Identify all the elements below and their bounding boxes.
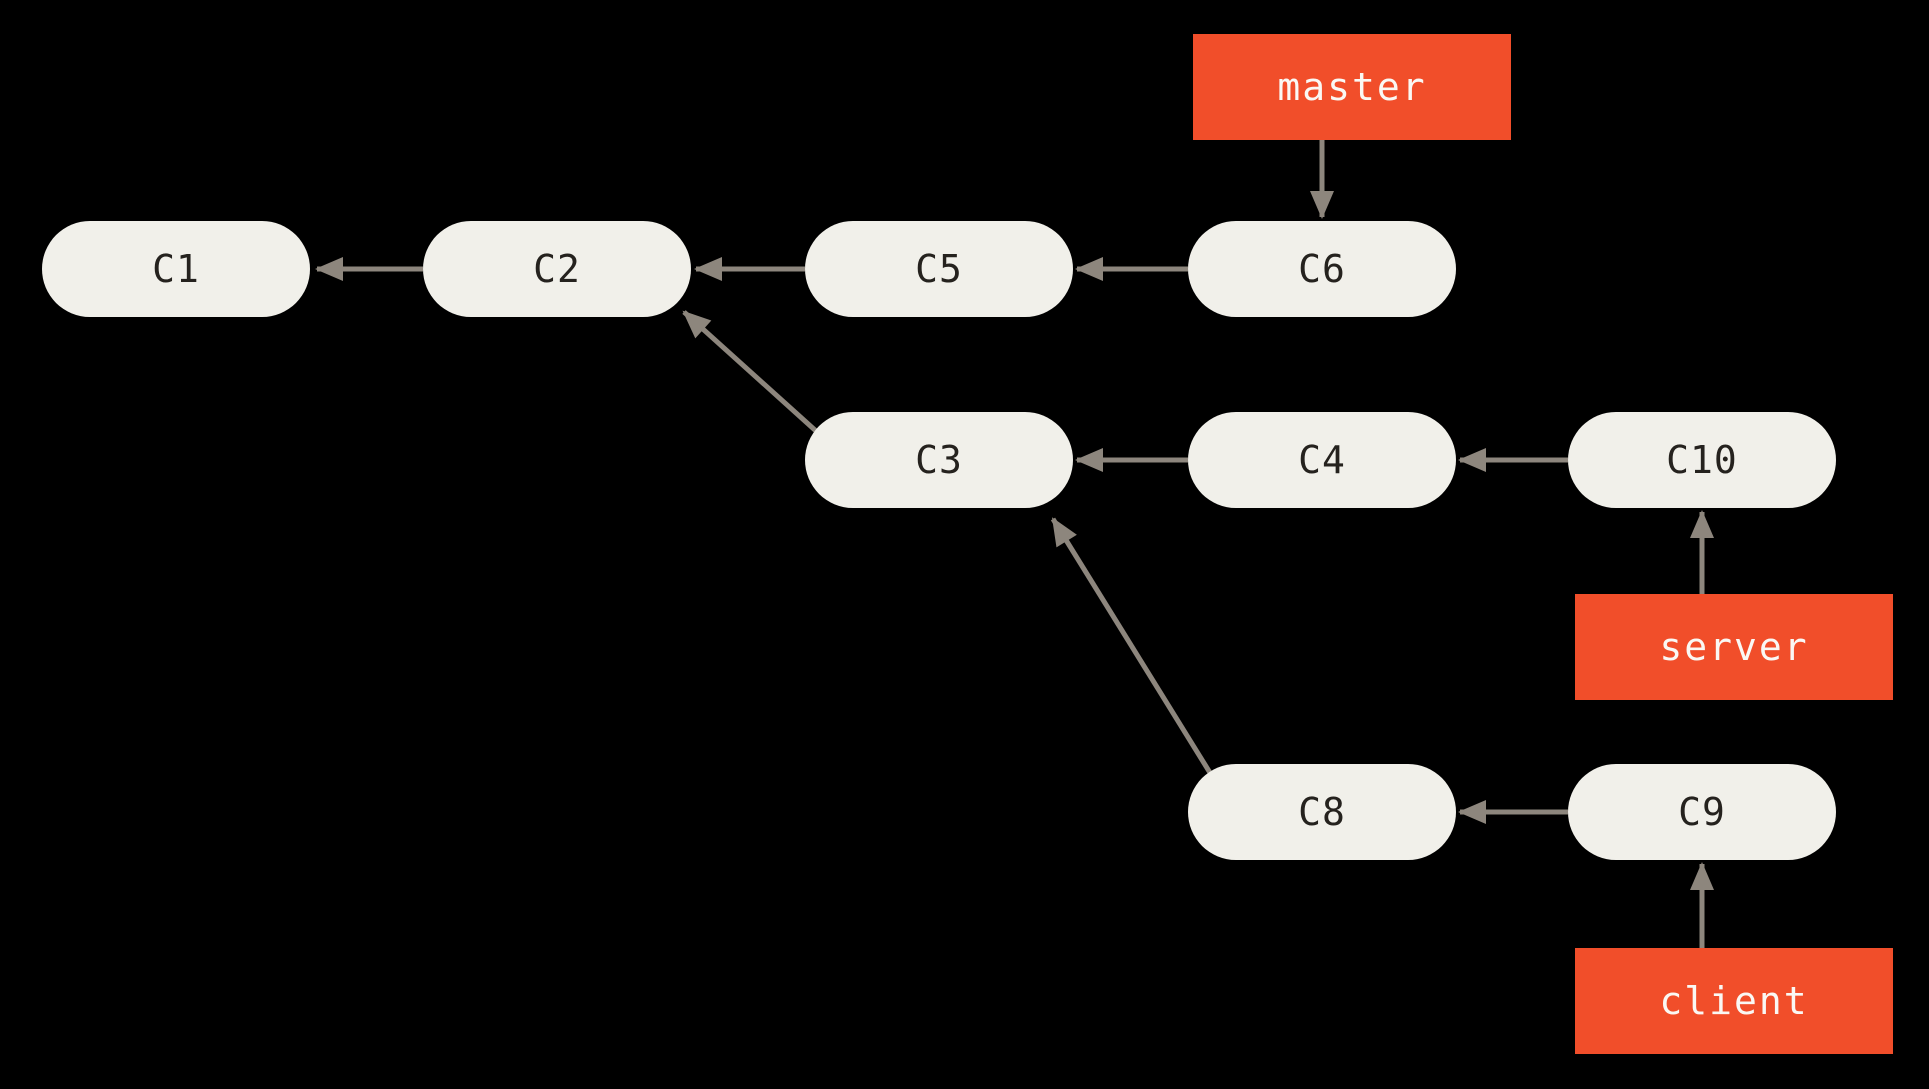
- commit-label-c4: C4: [1298, 438, 1346, 482]
- branch-name-server: server: [1659, 625, 1809, 669]
- commit-node-c5: C5: [805, 221, 1073, 317]
- commit-label-c2: C2: [533, 247, 581, 291]
- commit-node-c10: C10: [1568, 412, 1836, 508]
- branch-name-client: client: [1659, 979, 1809, 1023]
- branch-name-master: master: [1277, 65, 1427, 109]
- commit-node-c3: C3: [805, 412, 1073, 508]
- commit-node-c9: C9: [1568, 764, 1836, 860]
- commit-label-c3: C3: [915, 438, 963, 482]
- branch-label-server: server: [1575, 594, 1893, 700]
- branch-label-master: master: [1193, 34, 1511, 140]
- commit-node-c4: C4: [1188, 412, 1456, 508]
- commit-label-c9: C9: [1678, 790, 1726, 834]
- commit-label-c10: C10: [1666, 438, 1738, 482]
- edge-c3-c2: [682, 310, 818, 433]
- commit-node-c8: C8: [1188, 764, 1456, 860]
- edge-c8-c3: [1050, 517, 1215, 778]
- commit-node-c2: C2: [423, 221, 691, 317]
- commit-node-c6: C6: [1188, 221, 1456, 317]
- commit-label-c5: C5: [915, 247, 963, 291]
- commit-label-c1: C1: [152, 247, 200, 291]
- commit-node-c1: C1: [42, 221, 310, 317]
- commit-label-c6: C6: [1298, 247, 1346, 291]
- branch-label-client: client: [1575, 948, 1893, 1054]
- commit-label-c8: C8: [1298, 790, 1346, 834]
